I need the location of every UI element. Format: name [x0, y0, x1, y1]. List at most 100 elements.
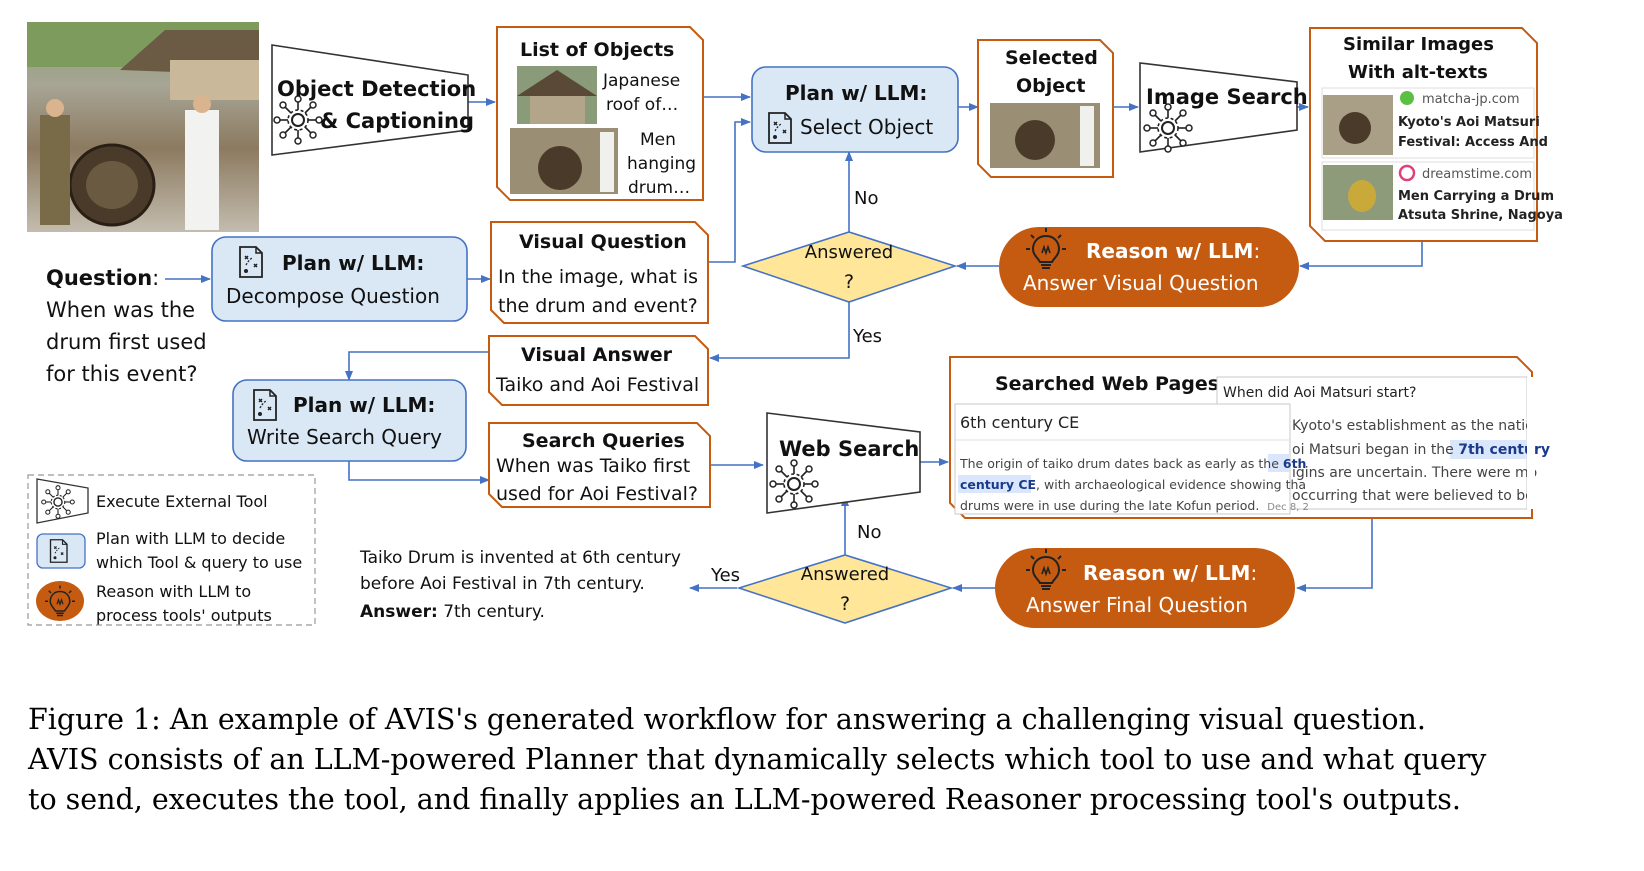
image-search-tool: Image Search — [1139, 62, 1308, 153]
plan-select-title: Plan w/ LLM: — [785, 81, 927, 105]
queries-line1: When was Taiko first — [496, 455, 690, 477]
front-highlight-2 — [958, 475, 1031, 493]
front-date: Dec 8, 2 — [1267, 502, 1309, 513]
connectors — [165, 93, 1423, 592]
final-line2: before Aoi Festival in 7th century. — [360, 574, 645, 594]
final-answer-block: Taiko Drum is invented at 6th century be… — [359, 548, 681, 622]
visual-question-card: Visual Question In the image, what is th… — [490, 221, 709, 324]
detection-line1: Object Detection — [277, 77, 476, 101]
arrow-answer-to-plan-query — [345, 351, 489, 381]
plan-select-sub: Select Object — [800, 115, 933, 139]
similar-r2-site: dreamstime.com — [1422, 167, 1532, 182]
back-question: When did Aoi Matsuri start? — [1223, 385, 1416, 401]
queries-title: Search Queries — [522, 430, 685, 452]
web-page-front — [954, 403, 1291, 515]
front-heading: 6th century CE — [960, 413, 1079, 432]
question-block: Question: When was the drum first used f… — [46, 266, 207, 386]
reason-answer-final-question: Reason w/ LLM: Answer Final Question — [995, 548, 1295, 628]
legend-plan2: which Tool & query to use — [96, 553, 302, 572]
image-search-label: Image Search — [1146, 85, 1308, 109]
svg-text:The origin of taiko drum dates: The origin of taiko drum dates back as e… — [959, 456, 1306, 471]
decision1-line1: Answered — [805, 242, 893, 263]
arrow-similar-to-reason1 — [1299, 241, 1423, 270]
object1-line2: roof of… — [606, 95, 678, 115]
similar-r1-t2: Festival: Access And — [1398, 135, 1548, 150]
final-line1: Taiko Drum is invented at 6th century — [359, 548, 681, 568]
plan-query-title: Plan w/ LLM: — [293, 393, 435, 417]
plan-write-search-query: Plan w/ LLM: Write Search Query — [232, 379, 467, 462]
legend: Execute External Tool Plan with LLM to d… — [27, 474, 316, 626]
figure-caption: Figure 1: An example of AVIS's generated… — [28, 700, 1628, 820]
va-title: Visual Answer — [521, 344, 673, 366]
back-line1: Kyoto's establishment as the natio — [1292, 418, 1534, 434]
decision1-no: No — [854, 188, 878, 209]
similar-line1: Similar Images — [1343, 34, 1494, 55]
svg-text:century CE, with archaeologica: century CE, with archaeological evidence… — [960, 477, 1306, 492]
similar-r2-t1: Men Carrying a Drum — [1398, 189, 1554, 204]
site-favicon-pink — [1398, 164, 1416, 182]
arrow-plan-query-to-queries — [348, 461, 490, 484]
legend-reason-shape — [36, 581, 84, 621]
front-line1b: 6th — [1283, 456, 1307, 471]
decision2-no: No — [857, 522, 881, 543]
similar-r2-t2: Atsuta Shrine, Nagoya — [1398, 208, 1563, 223]
svg-text:Answer: 7th century.: Answer: 7th century. — [360, 602, 545, 622]
reason1-sub: Answer Visual Question — [1023, 271, 1259, 295]
front-line2a: century CE — [960, 477, 1036, 492]
question-line3: for this event? — [46, 362, 198, 386]
caption-line2: AVIS consists of an LLM-powered Planner … — [28, 743, 1487, 776]
decision1-yes: Yes — [852, 326, 882, 347]
back-line2a: oi Matsuri began in the — [1292, 442, 1458, 458]
searched-web-pages-card: Searched Web Pages When did Aoi Matsuri … — [949, 356, 1550, 519]
object2-line3: drum… — [628, 178, 690, 198]
caption-line1: Figure 1: An example of AVIS's generated… — [28, 703, 1426, 736]
legend-tool: Execute External Tool — [96, 492, 268, 511]
legend-plan-shape — [36, 533, 86, 569]
site-favicon-green — [1400, 91, 1414, 105]
object2-line1: Men — [640, 130, 676, 150]
search-queries-card: Search Queries When was Taiko first used… — [488, 422, 711, 508]
decision1-line2: ? — [844, 271, 854, 293]
decision2-line1: Answered — [801, 564, 889, 585]
legend-reason1: Reason with LLM to — [96, 582, 251, 601]
similar-images-card: Similar Images With alt-texts matcha-jp.… — [1309, 27, 1563, 242]
svg-text:drums were in use during the l: drums were in use during the late Kofun … — [960, 498, 1309, 513]
reason2-sub: Answer Final Question — [1026, 593, 1248, 617]
question-label: Question — [46, 266, 152, 290]
final-answer-value: 7th century. — [438, 602, 545, 622]
decision2-line2: ? — [840, 593, 850, 615]
object-detection-tool: Object Detection & Captioning — [271, 44, 476, 156]
similar-line2: With alt-texts — [1348, 62, 1488, 83]
back-highlight — [1450, 440, 1527, 459]
reason-answer-visual-question: Reason w/ LLM: Answer Visual Question — [999, 227, 1299, 307]
back-line4: occurring that were believed to be — [1292, 488, 1534, 504]
legend-plan1: Plan with LLM to decide — [96, 529, 285, 548]
selected-line2: Object — [1016, 75, 1086, 97]
reason1-colon: : — [1253, 239, 1260, 263]
list-of-objects-card: List of Objects Japanese roof of… Men ha… — [496, 26, 704, 201]
final-answer-label: Answer: — [360, 602, 438, 622]
svg-text:oi Matsuri began in the 7th ce: oi Matsuri began in the 7th century — [1292, 442, 1550, 458]
reason2-colon: : — [1250, 561, 1257, 585]
reason1-title: Reason w/ LLM — [1086, 239, 1253, 263]
va-line1: Taiko and Aoi Festival — [495, 374, 699, 396]
front-line2b: , with archaeological evidence showing t… — [1036, 477, 1306, 492]
web-search-label: Web Search — [779, 437, 919, 461]
queries-line2: used for Aoi Festival? — [496, 483, 698, 505]
reason2-title: Reason w/ LLM — [1083, 561, 1250, 585]
web-search-tool: Web Search — [766, 412, 921, 514]
decision2-yes: Yes — [710, 565, 740, 586]
svg-text:Reason w/ LLM:: Reason w/ LLM: — [1086, 239, 1260, 263]
plan-select-object: Plan w/ LLM: Select Object — [751, 66, 959, 153]
arrow-pages-to-reason2 — [1296, 518, 1373, 592]
svg-text:Reason w/ LLM:: Reason w/ LLM: — [1083, 561, 1257, 585]
svg-text:Question:: Question: — [46, 266, 159, 290]
front-line3: drums were in use during the late Kofun … — [960, 498, 1259, 513]
similar-r1-site: matcha-jp.com — [1422, 92, 1520, 107]
front-highlight-1 — [1268, 454, 1290, 472]
plan-decompose-question: Plan w/ LLM: Decompose Question — [211, 236, 468, 322]
legend-reason2: process tools' outputs — [96, 606, 272, 625]
plan-query-sub: Write Search Query — [247, 425, 442, 449]
answered-decision-1: Answered ? No Yes — [740, 188, 958, 347]
